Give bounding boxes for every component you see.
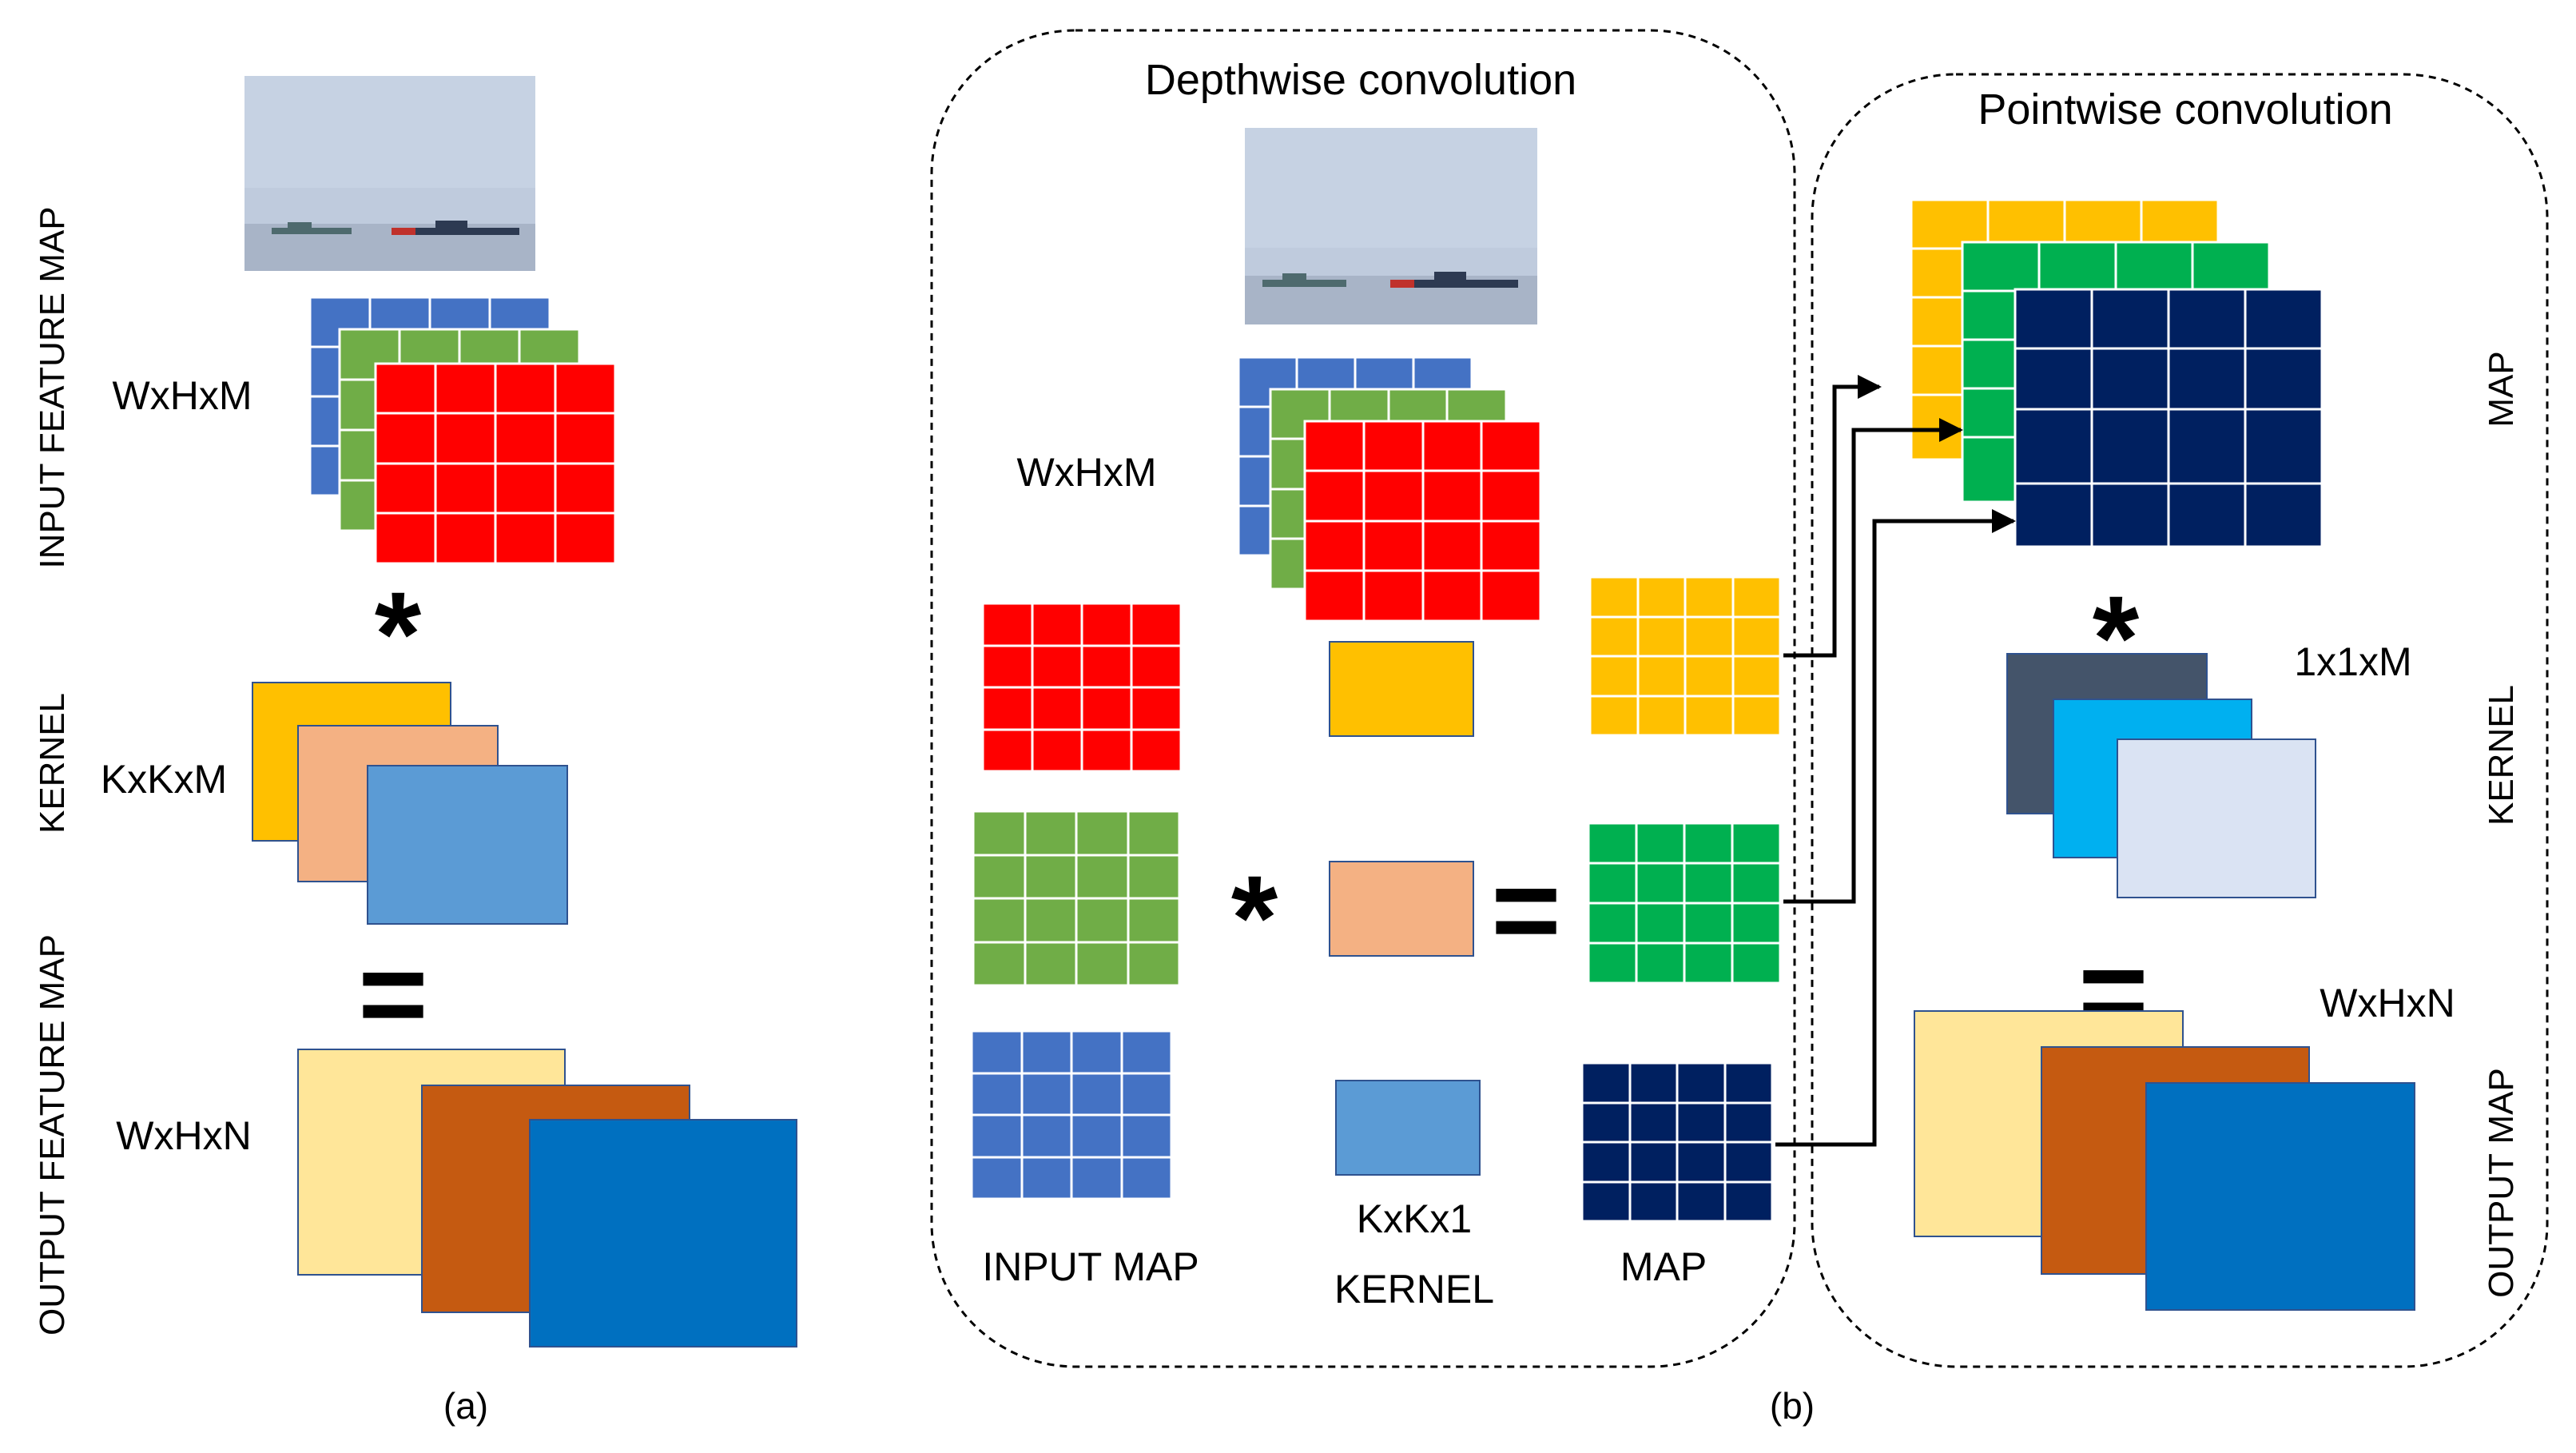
kernel-gold <box>1329 641 1474 737</box>
pointwise-title: Pointwise convolution <box>1978 86 2392 133</box>
depthwise-kernel-label: KERNEL <box>1334 1267 1494 1312</box>
pointwise-output-stack <box>1914 1010 2415 1311</box>
connector-arrows <box>1775 375 2016 1147</box>
input-feature-map-label: INPUT FEATURE MAP <box>33 206 72 568</box>
input-dims-label: WxHxM <box>113 373 252 418</box>
input-feature-map-stack <box>308 296 617 565</box>
kernel-dims-label: KxKxM <box>101 757 227 802</box>
kernel-stack <box>252 682 568 925</box>
pointwise-kernel-dims: 1x1xM <box>2294 639 2411 684</box>
pointwise-kernel-stack <box>2006 653 2316 898</box>
convolution-asterisk: * <box>375 567 422 701</box>
output-map-navy <box>1580 1061 1774 1223</box>
ship-photo <box>244 76 535 271</box>
kernel-light-blue <box>1335 1080 1481 1176</box>
input-channel-red <box>981 602 1183 773</box>
caption-b: (b) <box>1770 1385 1815 1427</box>
output-dims-label: WxHxN <box>116 1113 251 1158</box>
pointwise-map-label: MAP <box>2482 351 2521 427</box>
depthwise-kernel-dims: KxKx1 <box>1357 1196 1473 1241</box>
caption-a: (a) <box>443 1385 488 1427</box>
input-channel-blue <box>970 1029 1173 1200</box>
input-map-label: INPUT MAP <box>982 1244 1199 1289</box>
depthwise-equals: = <box>1491 842 1561 977</box>
kernel-label: KERNEL <box>33 693 72 834</box>
depthwise-asterisk: * <box>1231 850 1278 985</box>
depthwise-map-label: MAP <box>1620 1244 1707 1289</box>
output-map-green <box>1587 822 1782 985</box>
output-map-gold <box>1588 575 1782 737</box>
kernel-peach <box>1329 861 1474 957</box>
output-feature-map-label: OUTPUT FEATURE MAP <box>33 934 72 1336</box>
depthwise-input-stack <box>1237 356 1542 623</box>
input-channel-green <box>972 810 1181 987</box>
arrow-right <box>1783 375 1882 658</box>
panel-a: INPUT FEATURE MAP KERNEL OUTPUT FEATURE … <box>33 76 797 1427</box>
output-feature-map-stack <box>297 1049 797 1348</box>
depthwise-panel: Depthwise convolution <box>930 29 1796 1368</box>
pointwise-kernel-label: KERNEL <box>2482 685 2521 826</box>
equals-sign: = <box>358 926 428 1061</box>
ship-photo <box>1245 128 1537 324</box>
pointwise-panel: Pointwise convolution MAP KERNEL OUTPUT … <box>1811 73 2549 1368</box>
depthwise-input-dims: WxHxM <box>1017 450 1157 495</box>
arrow-right <box>1775 509 2016 1147</box>
depthwise-title: Depthwise convolution <box>1145 56 1576 104</box>
arrow-right <box>1783 418 1963 904</box>
pointwise-map-stack <box>1910 198 2324 548</box>
pointwise-output-map-label: OUTPUT MAP <box>2482 1068 2521 1298</box>
pointwise-output-dims: WxHxN <box>2320 981 2455 1025</box>
